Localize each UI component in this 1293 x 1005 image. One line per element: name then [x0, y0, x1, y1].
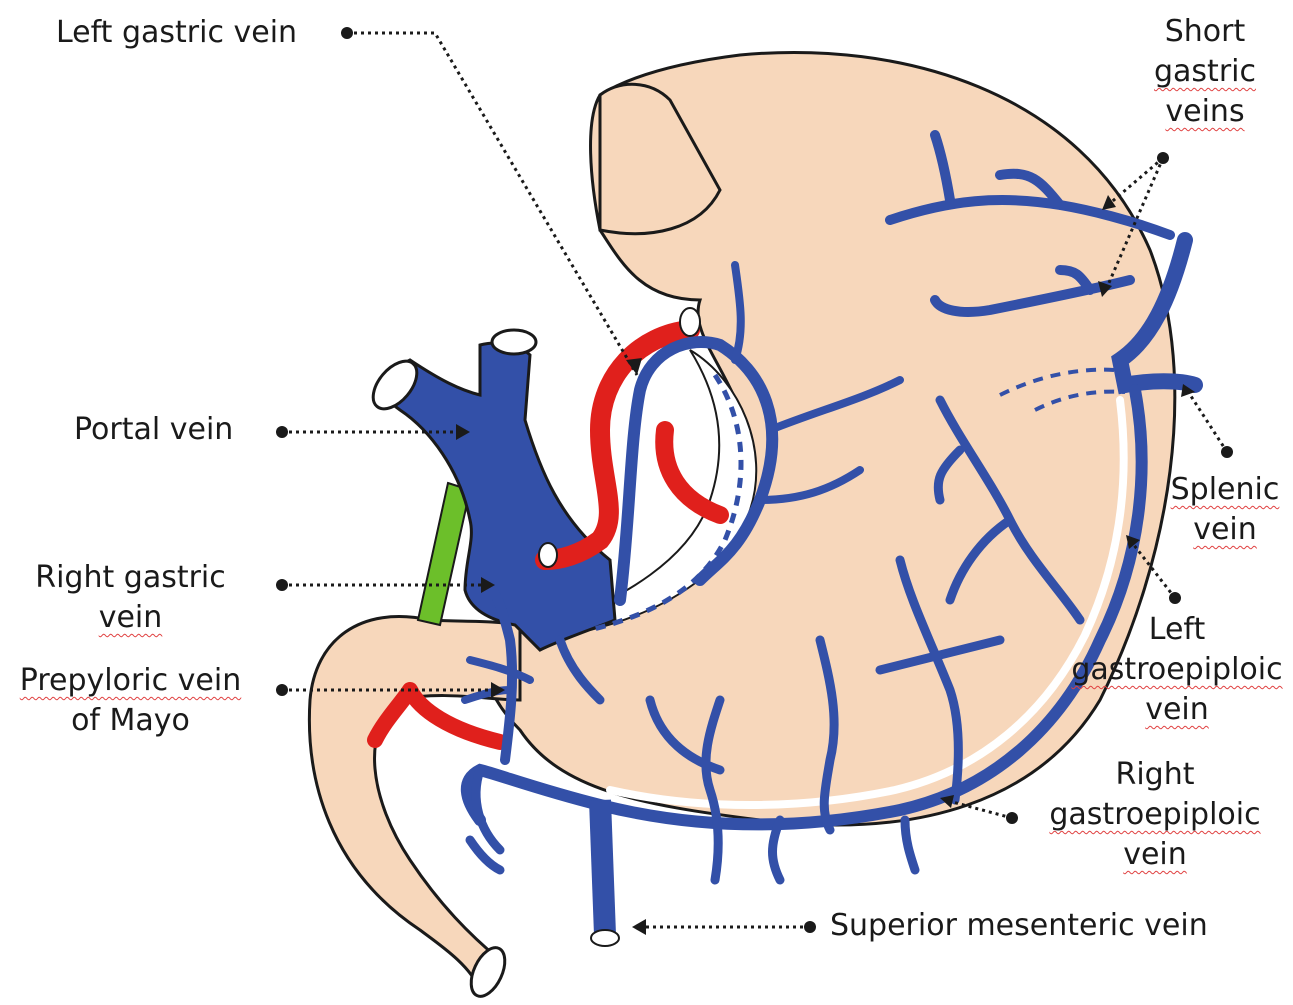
- label-short-gastric-veins: Short gastric veins: [1130, 12, 1280, 132]
- portal-vein-top-opening: [492, 330, 536, 354]
- label-right-gastroepiploic-vein: Right gastroepiploic vein: [1040, 755, 1270, 875]
- label-right-gastric-vein: Right gastric vein: [18, 558, 243, 638]
- artery-opening: [680, 308, 700, 336]
- label-superior-mesenteric-vein: Superior mesenteric vein: [830, 906, 1208, 946]
- duodenum: [309, 617, 520, 990]
- label-portal-vein: Portal vein: [74, 410, 233, 450]
- superior-mesenteric-vein-vessel: [600, 800, 605, 935]
- artery-opening-2: [539, 543, 557, 567]
- label-left-gastroepiploic-vein: Left gastroepiploic vein: [1062, 610, 1292, 730]
- label-splenic-vein: Splenic vein: [1160, 470, 1290, 550]
- artery-branch: [664, 430, 720, 515]
- label-left-gastric-vein: Left gastric vein: [56, 13, 297, 53]
- superior-mesenteric-vein-opening: [591, 930, 619, 946]
- bile-duct: [418, 483, 470, 625]
- label-prepyloric-vein: Prepyloric vein of Mayo: [8, 661, 253, 741]
